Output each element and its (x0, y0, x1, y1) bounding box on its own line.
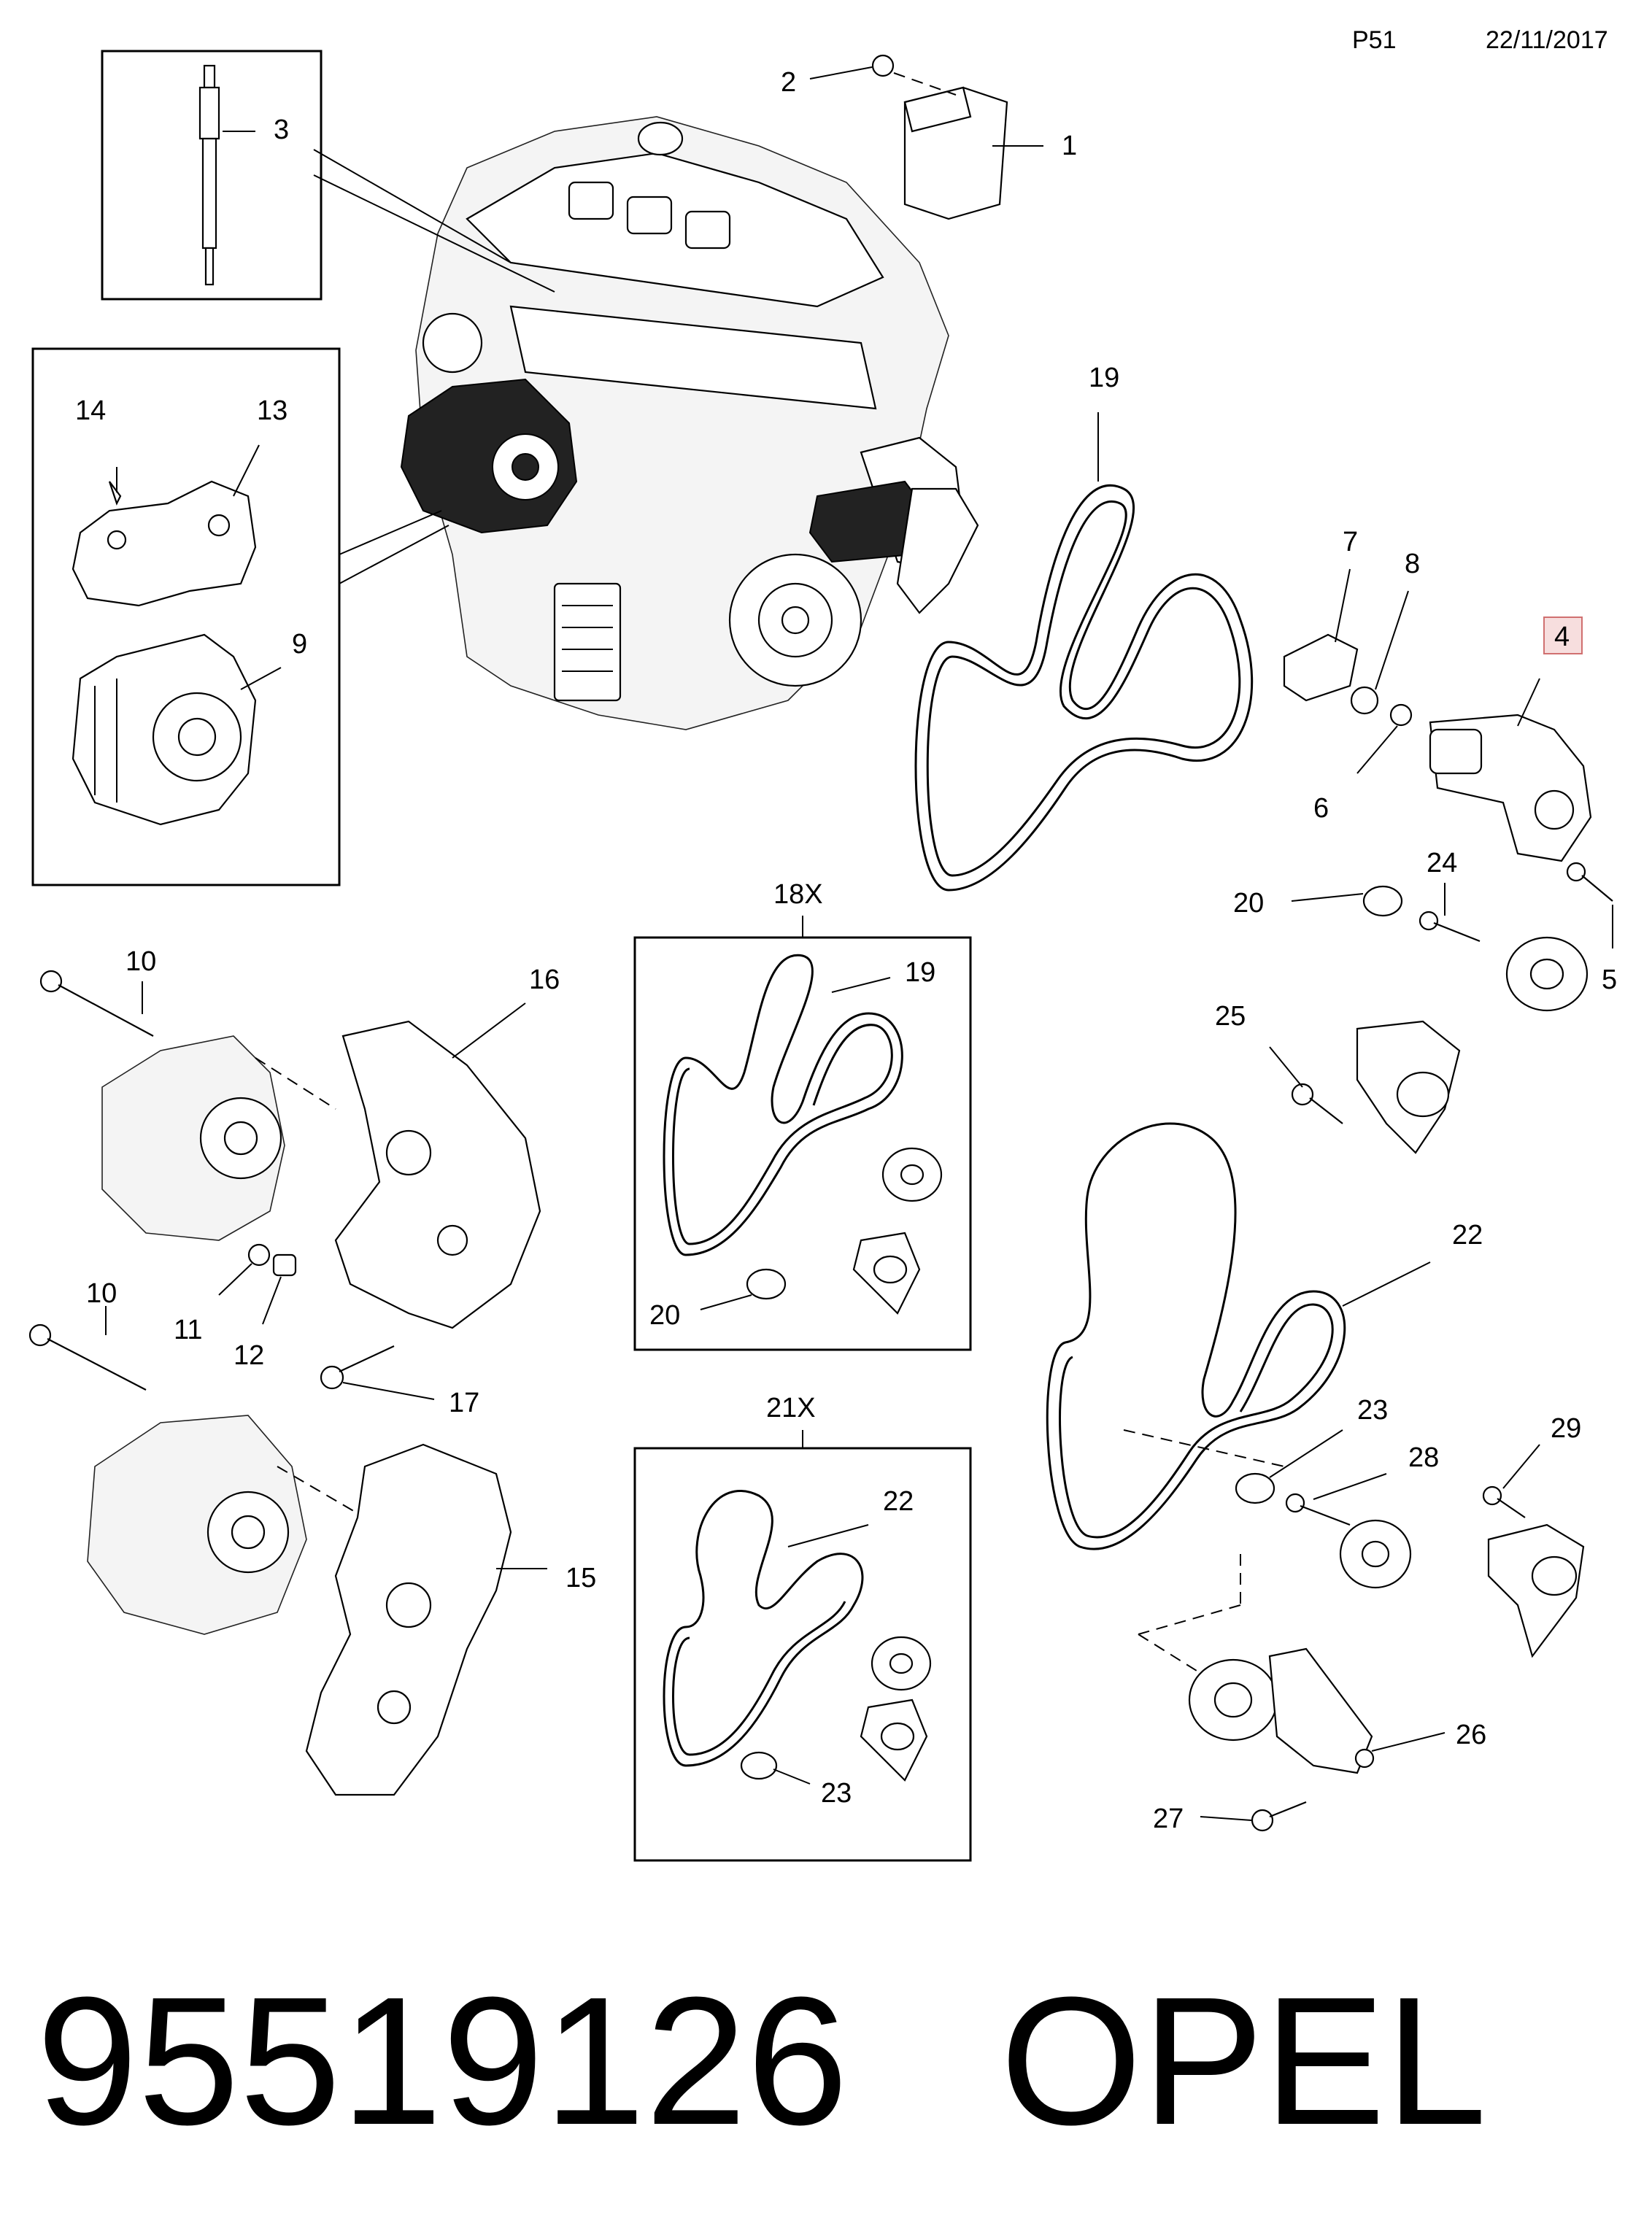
belt-19 (914, 412, 1254, 892)
callout-11: 11 (174, 1315, 202, 1345)
callout-10-lower: 10 (86, 1278, 117, 1309)
callout-17: 17 (449, 1388, 479, 1418)
tensioner-25 (1269, 1020, 1461, 1154)
callout-25: 25 (1215, 1001, 1246, 1032)
part-number: 95519126 (36, 1959, 849, 2163)
callout-26: 26 (1456, 1720, 1486, 1750)
callout-5: 5 (1602, 965, 1617, 995)
clip-23 (1235, 1429, 1343, 1504)
callout-29: 29 (1551, 1413, 1581, 1444)
callout-27: 27 (1153, 1804, 1184, 1834)
nut-11 (218, 1243, 271, 1296)
highlight-box-4 (1543, 617, 1583, 654)
alternator-lower (87, 1415, 366, 1635)
alternator-bracket-13 (72, 444, 260, 607)
callout-23-right: 23 (1357, 1395, 1388, 1426)
callout-14: 14 (75, 395, 106, 426)
callout-10-upper: 10 (126, 946, 156, 977)
parts-diagram: 2 1 3 19 14 13 9 7 8 4 6 24 20 5 25 10 1… (28, 50, 1617, 1862)
bracket-1 (903, 86, 1043, 220)
callout-6: 6 (1313, 793, 1329, 824)
alternator-mid (101, 1035, 336, 1241)
callout-8: 8 (1405, 549, 1420, 579)
brand-name: OPEL (1000, 1959, 1487, 2163)
bolt-17 (320, 1345, 435, 1400)
callout-20-kit: 20 (649, 1300, 680, 1331)
callout-28: 28 (1408, 1442, 1439, 1473)
bolt-10-lower (28, 1306, 147, 1391)
clip-20 (1291, 885, 1403, 917)
diagram-date: 22/11/2017 (1486, 26, 1608, 54)
callout-2: 2 (781, 67, 796, 98)
alternator-detail-box (31, 347, 341, 886)
tensioner-29 (1482, 1444, 1585, 1658)
kit-21x-contents (663, 1490, 932, 1785)
kit-18x-contents (663, 954, 943, 1315)
engine-starter (808, 480, 979, 614)
callout-20-right: 20 (1233, 888, 1264, 919)
callout-9: 9 (292, 629, 307, 660)
bolt-10-upper (39, 970, 154, 1037)
cap-12 (262, 1253, 297, 1325)
cover-7 (1283, 568, 1359, 702)
glow-plug (198, 64, 255, 286)
part-number-footer: 95519126 OPEL (36, 1970, 1487, 2152)
glow-plug-box (101, 50, 323, 301)
page-code: P51 (1352, 26, 1397, 54)
callout-19-kit: 19 (905, 957, 935, 988)
callout-16: 16 (529, 965, 560, 995)
alternator-9 (72, 633, 282, 826)
callout-7: 7 (1343, 527, 1358, 557)
callout-3: 3 (274, 115, 289, 145)
bracket-15 (305, 1443, 547, 1796)
bolt-2 (809, 54, 957, 96)
nut-8 (1350, 590, 1409, 715)
kit-18x-label: 18X (773, 879, 823, 910)
starter-4 (1429, 678, 1592, 862)
bracket-16 (334, 1002, 541, 1329)
callout-24: 24 (1427, 848, 1457, 878)
callout-19-top: 19 (1089, 363, 1119, 393)
bolt-5 (1566, 862, 1613, 948)
callout-4: 4 (1554, 622, 1570, 652)
kit-21x-label: 21X (766, 1393, 816, 1423)
bolt-27 (1200, 1801, 1307, 1832)
idler-pulley-28 (1339, 1519, 1412, 1589)
engine-block (313, 116, 979, 730)
belt-22 (1046, 1122, 1431, 1671)
kit-18x-box (633, 936, 972, 1351)
callout-12: 12 (233, 1340, 264, 1371)
engine-alternator (400, 378, 578, 534)
nut-6 (1356, 703, 1413, 774)
bracket-26 (1188, 1647, 1446, 1774)
callout-22-kit: 22 (883, 1486, 914, 1517)
callout-1: 1 (1062, 131, 1077, 161)
callout-13: 13 (257, 395, 287, 426)
callout-22-right: 22 (1452, 1220, 1483, 1251)
idler-pulley-24 (1505, 936, 1589, 1012)
callout-23-kit: 23 (821, 1778, 852, 1809)
callout-15: 15 (566, 1563, 596, 1593)
bolt-28 (1285, 1473, 1387, 1526)
bolt-24 (1419, 883, 1481, 943)
